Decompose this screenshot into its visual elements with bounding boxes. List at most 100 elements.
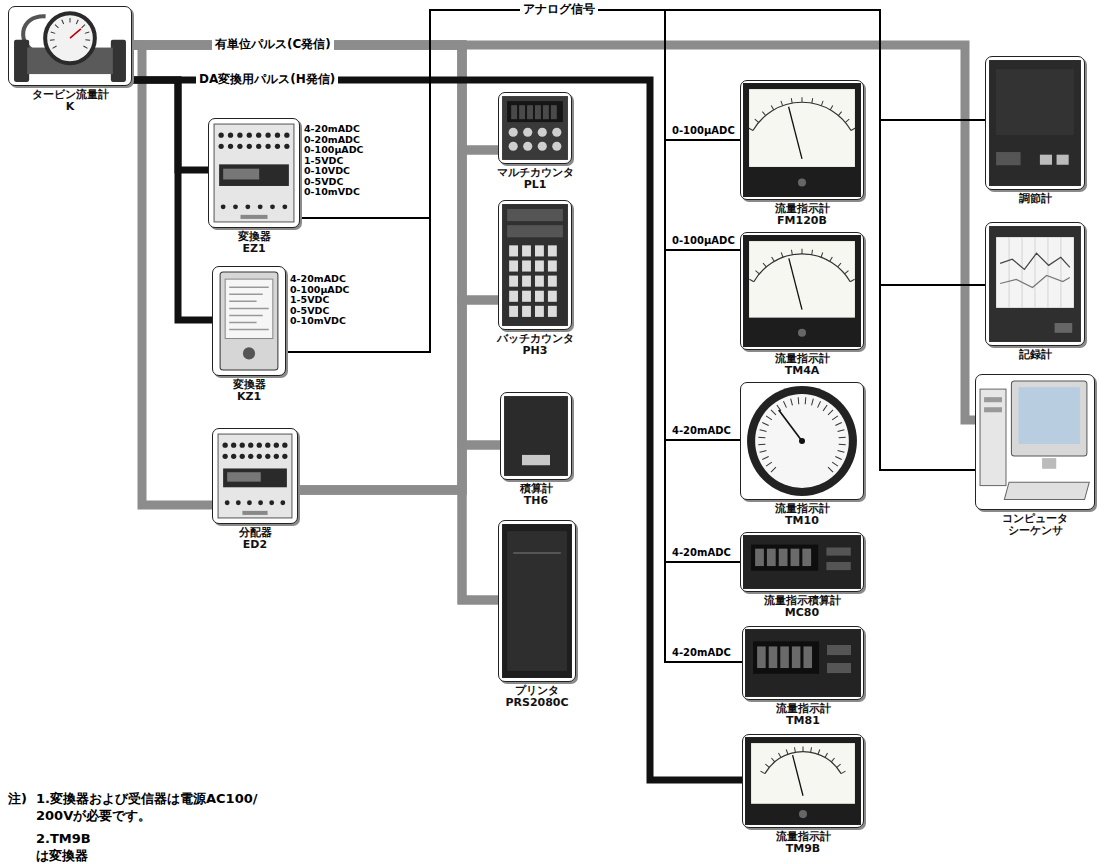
scale-tick: [762, 112, 765, 116]
device-picture: [499, 521, 575, 681]
device-node: 流量指示計TM4A: [740, 232, 864, 377]
scale-tick: [821, 252, 823, 257]
scale-arc: [753, 102, 851, 130]
device-picture: [986, 223, 1084, 345]
terminal: [256, 144, 261, 149]
device-name: 記録計: [985, 349, 1085, 361]
key-button: [535, 306, 544, 317]
device-caption: タービン流量計K: [8, 89, 132, 113]
device-caption: 変換器KZ1: [212, 379, 286, 403]
device-picture: [213, 429, 297, 523]
scale-arc: [754, 254, 850, 282]
chart-trace: [1000, 275, 1070, 287]
scale-tick: [50, 39, 55, 41]
key-button: [509, 245, 518, 256]
digit-segment: [535, 105, 541, 119]
digit-segment: [755, 549, 764, 566]
scale-tick: [851, 128, 855, 131]
model-number: TM81: [742, 715, 864, 727]
device-node: マルチカウンタPL1: [496, 92, 575, 191]
h-pulse-bus: [132, 80, 208, 170]
signal-range: 0-10mVDC: [304, 187, 360, 198]
scale-tick: [763, 263, 766, 267]
terminal: [258, 204, 263, 209]
analog-signal-line: [286, 10, 740, 352]
name-plate: [242, 511, 267, 515]
scale-tick: [781, 252, 783, 257]
digit-segment: [543, 105, 549, 119]
device-name: 流量指示計: [742, 831, 864, 843]
signal-range: 0-5VDC: [290, 306, 329, 317]
footnote: 1.変換器および受信器は電源AC100/ 200Vが必要です。: [36, 790, 284, 824]
terminal: [269, 500, 274, 505]
device-caption: 分配器ED2: [212, 527, 298, 551]
key-button: [538, 142, 547, 151]
terminal: [265, 454, 270, 459]
zero-adjust: [799, 810, 807, 818]
key-button: [522, 245, 531, 256]
device-picture: [743, 735, 863, 827]
case-body: [220, 272, 278, 370]
key-button: [522, 291, 531, 302]
key-button: [509, 260, 518, 271]
signal-range: 0-100μADC: [672, 236, 735, 247]
scale-tick: [778, 753, 781, 757]
scale-tick: [835, 422, 841, 425]
device-caption: 調節計: [985, 193, 1085, 205]
scale-tick: [823, 405, 827, 411]
meter-face: [755, 394, 849, 488]
signal-range: 4-20mADC: [290, 274, 346, 285]
signal-range: 4-20mADC: [672, 648, 731, 659]
device-frame: [740, 232, 864, 350]
scale-tick: [760, 771, 764, 774]
terminal: [274, 454, 279, 459]
scale-tick: [812, 399, 814, 406]
device-caption: 流量指示計FM120B: [740, 203, 864, 227]
terminal: [240, 454, 245, 459]
device-node: 記録計: [985, 222, 1085, 361]
h-pulse-bus: [132, 80, 212, 320]
signal-range: 0-10VDC: [304, 166, 350, 177]
terminal: [282, 204, 287, 209]
key-button: [535, 260, 544, 271]
signal-bus-name: アナログ信号: [520, 2, 598, 17]
scale-tick: [85, 39, 90, 41]
meter-face: [749, 89, 855, 167]
chart-grid: [1060, 237, 1061, 308]
pipe-flange: [14, 40, 29, 82]
zero-adjust: [798, 178, 806, 186]
model-number: PRS2080C: [498, 697, 576, 709]
analog-signal-line: [300, 10, 740, 440]
terminal: [219, 144, 224, 149]
terminal: [223, 443, 228, 448]
signal-range: 4-20mADC: [672, 548, 731, 559]
terminal: [240, 443, 245, 448]
model-number: PL1: [496, 179, 575, 191]
display-window: [227, 472, 261, 481]
scale-tick: [850, 279, 854, 282]
key-button: [535, 245, 544, 256]
monitor-case: [1011, 381, 1087, 456]
digit-segment: [527, 105, 533, 119]
device-frame: [498, 200, 572, 330]
terminal: [231, 443, 236, 448]
device-caption: 変換器EZ1: [208, 231, 300, 255]
key-button: [827, 663, 851, 673]
scale-tick: [69, 18, 70, 23]
model-number: TM10: [740, 515, 864, 527]
chart-grid: [1047, 237, 1048, 308]
device-frame: [740, 532, 864, 592]
zero-adjust: [798, 329, 806, 337]
c-pulse-bus: [132, 45, 498, 600]
case-body: [989, 60, 1081, 186]
digit-segment: [551, 105, 557, 119]
scale-tick: [791, 98, 793, 103]
meter-bezel: [743, 235, 861, 347]
scale-tick: [821, 101, 823, 106]
device-frame: [498, 520, 576, 682]
scale-tick: [760, 451, 767, 453]
display-window: [751, 545, 818, 571]
digit-segment: [792, 646, 801, 668]
scale-tick: [810, 747, 812, 752]
